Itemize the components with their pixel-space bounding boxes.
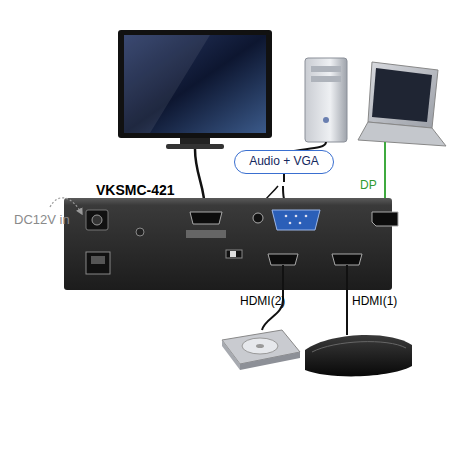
- signal-label: DP: [360, 178, 377, 192]
- cable-label: Audio + VGA: [243, 154, 325, 168]
- tv-frame: [118, 30, 272, 138]
- switcher-box: VKSMC-421: [64, 182, 392, 290]
- tv-screen: [124, 35, 266, 133]
- switcher-housing: [64, 198, 392, 290]
- device-title: VKSMC-421: [96, 182, 392, 198]
- port-label: HDMI(1): [352, 294, 397, 308]
- cable-connector: [283, 174, 285, 182]
- port-label: HDMI(2): [240, 294, 285, 308]
- callout-box: Audio + VGA: [234, 150, 334, 174]
- power-label: DC12V in: [14, 212, 70, 227]
